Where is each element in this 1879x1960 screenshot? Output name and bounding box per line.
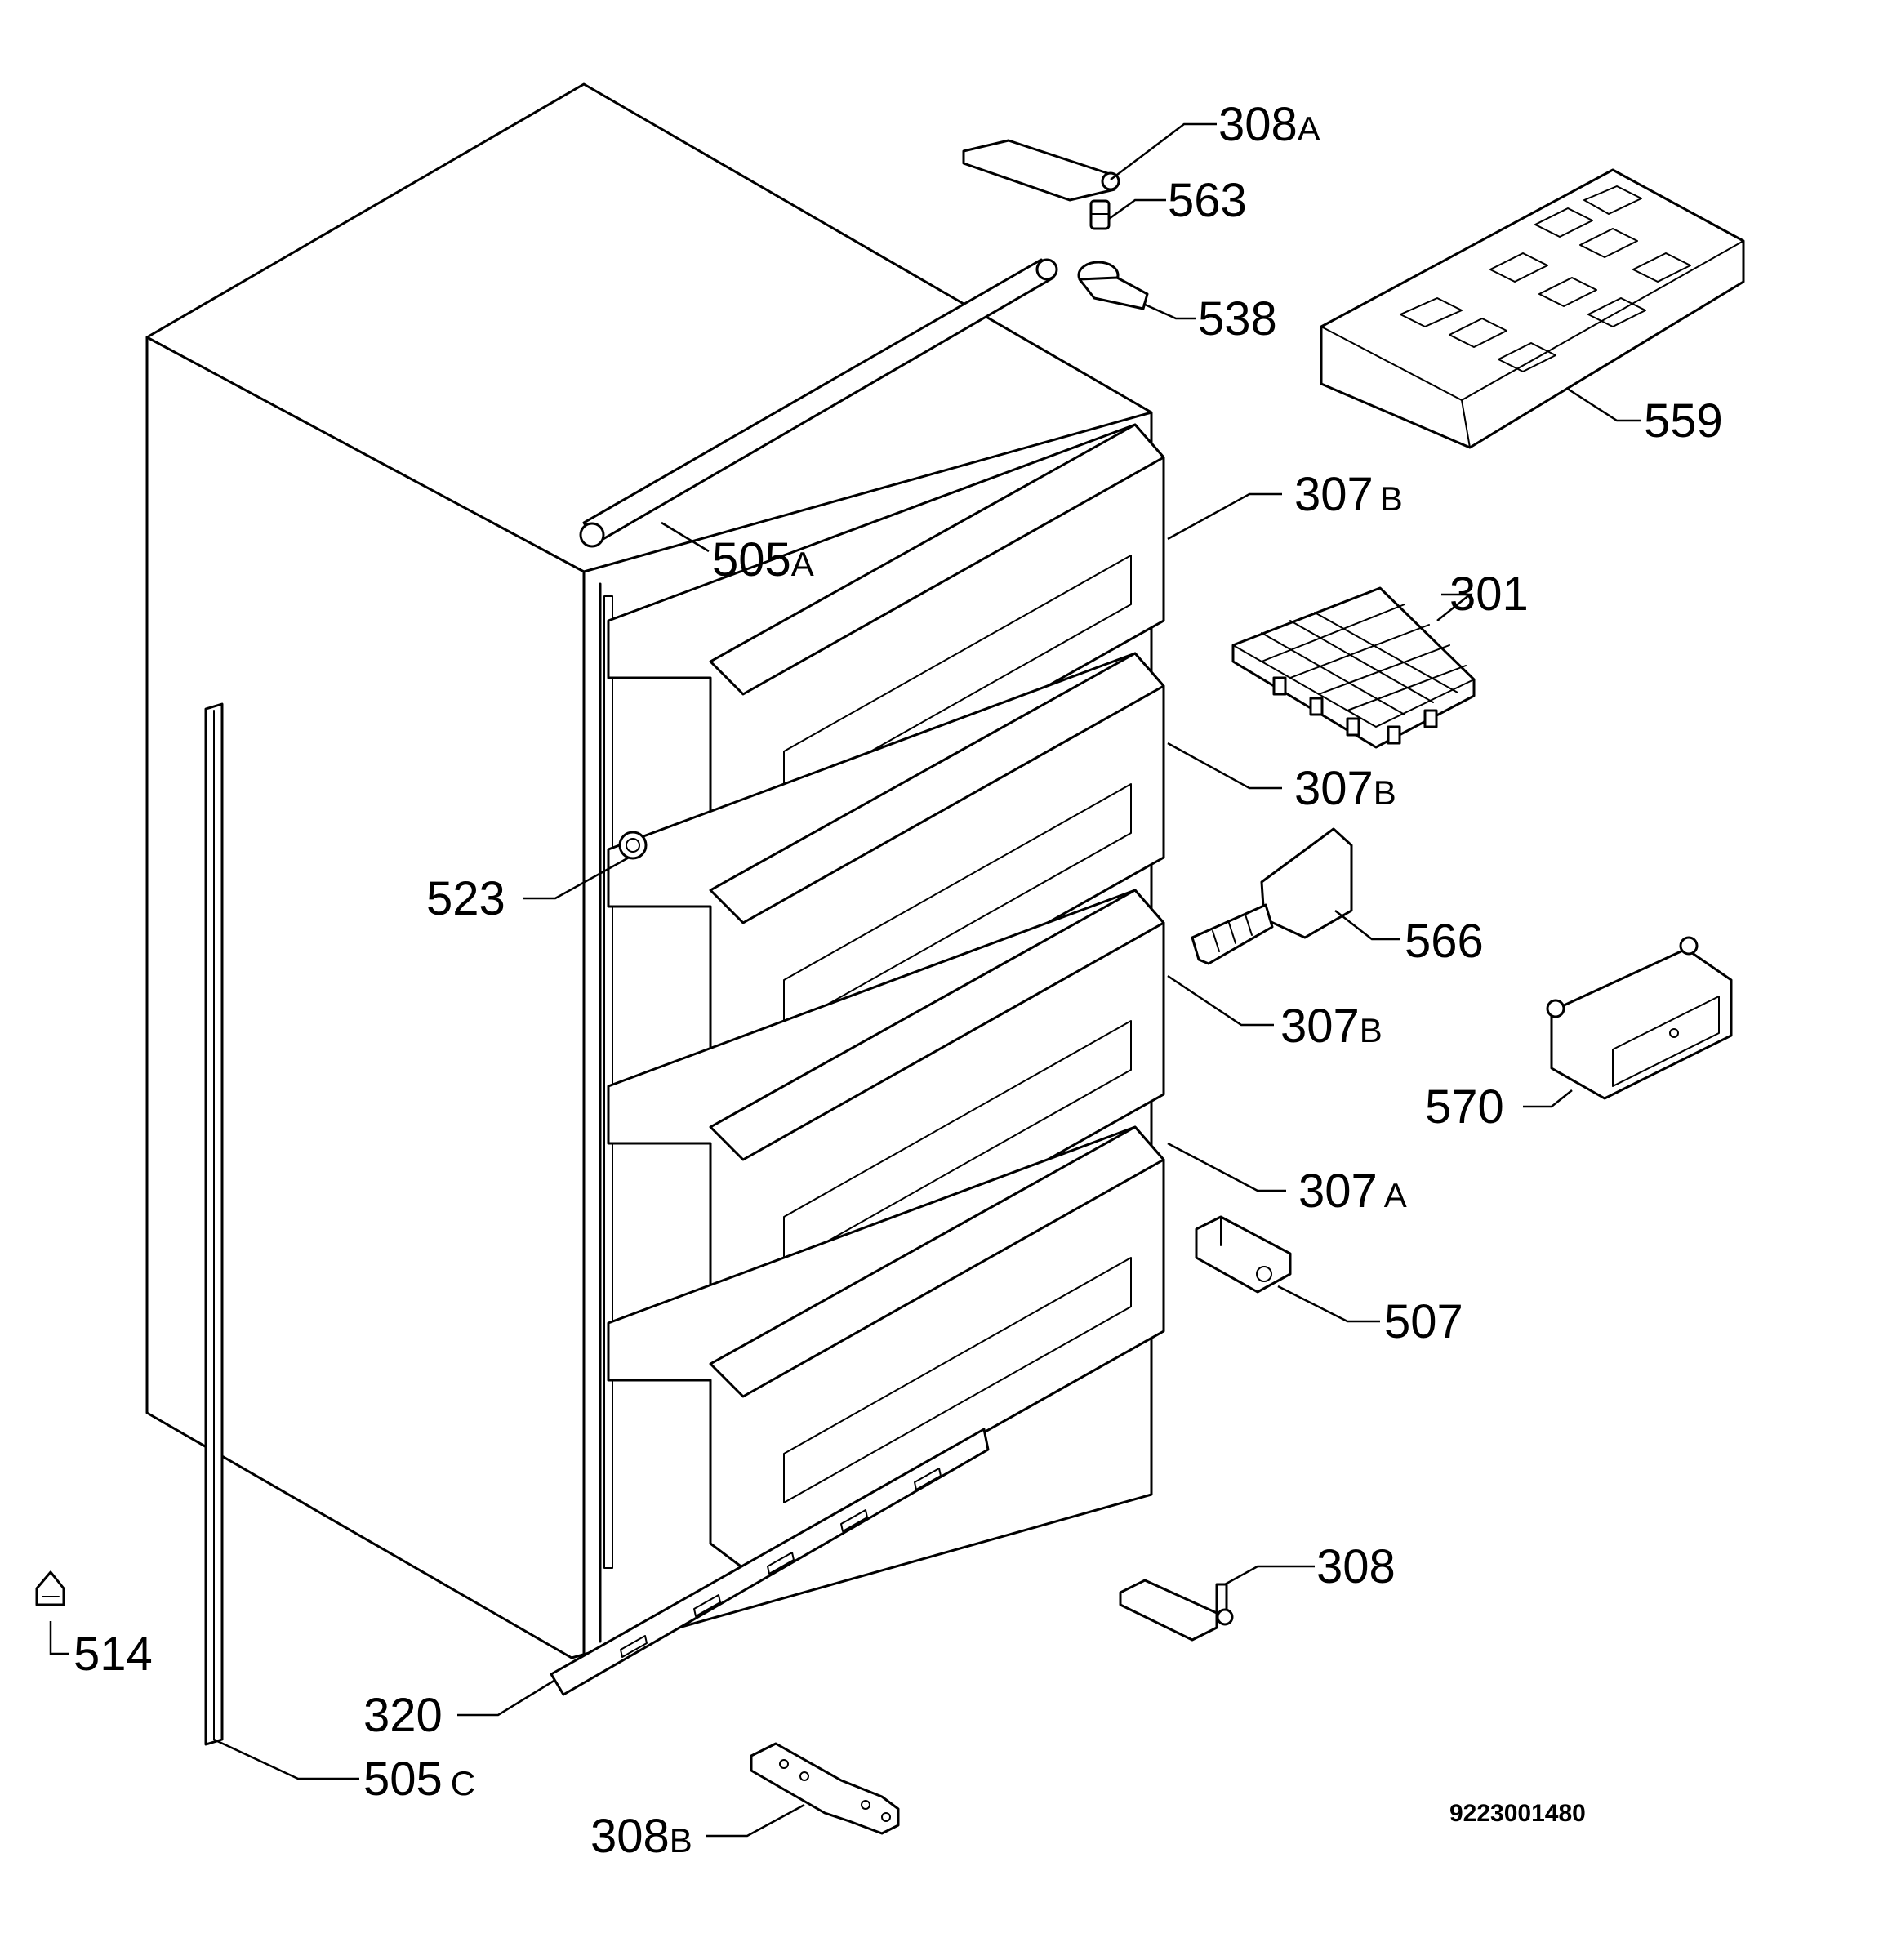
label-523: 523 [426,872,505,925]
ice-scraper [1191,827,1353,965]
door-gasket-side [204,702,224,1746]
label-566: 566 [1405,915,1484,968]
label-570: 570 [1425,1080,1504,1134]
hinge-top [962,139,1120,202]
label-308: 308 [1316,1540,1396,1593]
plinth-rail [550,1428,990,1696]
hinge-cover [1077,261,1149,310]
label-507: 507 [1384,1295,1463,1348]
door-stop-pin [618,831,648,860]
door-gasket-top [579,258,1058,548]
cold-accumulator [1320,168,1745,449]
hinge-pin [1089,199,1111,230]
label-563: 563 [1168,174,1247,227]
label-308a: 308A [1218,98,1320,151]
label-320: 320 [363,1689,443,1742]
drawer-4 [607,1125,1165,1570]
ice-cube-tray [1231,586,1476,749]
storage-box [1546,936,1733,1100]
shelf-support [1195,1215,1292,1294]
label-307b-3: 307B [1280,1000,1383,1053]
hinge-lower [1119,1579,1234,1642]
document-number: 9223001480 [1449,1800,1586,1827]
leader-lines [49,122,1641,1838]
adjustable-foot [35,1570,65,1606]
label-514: 514 [73,1628,153,1681]
label-505a: 505A [712,533,814,586]
label-308b: 308B [590,1810,692,1863]
hinge-bottom [750,1742,900,1835]
label-301: 301 [1449,568,1529,621]
label-559: 559 [1644,394,1723,448]
label-307b-2: 307B [1294,762,1396,815]
label-538: 538 [1198,292,1277,345]
